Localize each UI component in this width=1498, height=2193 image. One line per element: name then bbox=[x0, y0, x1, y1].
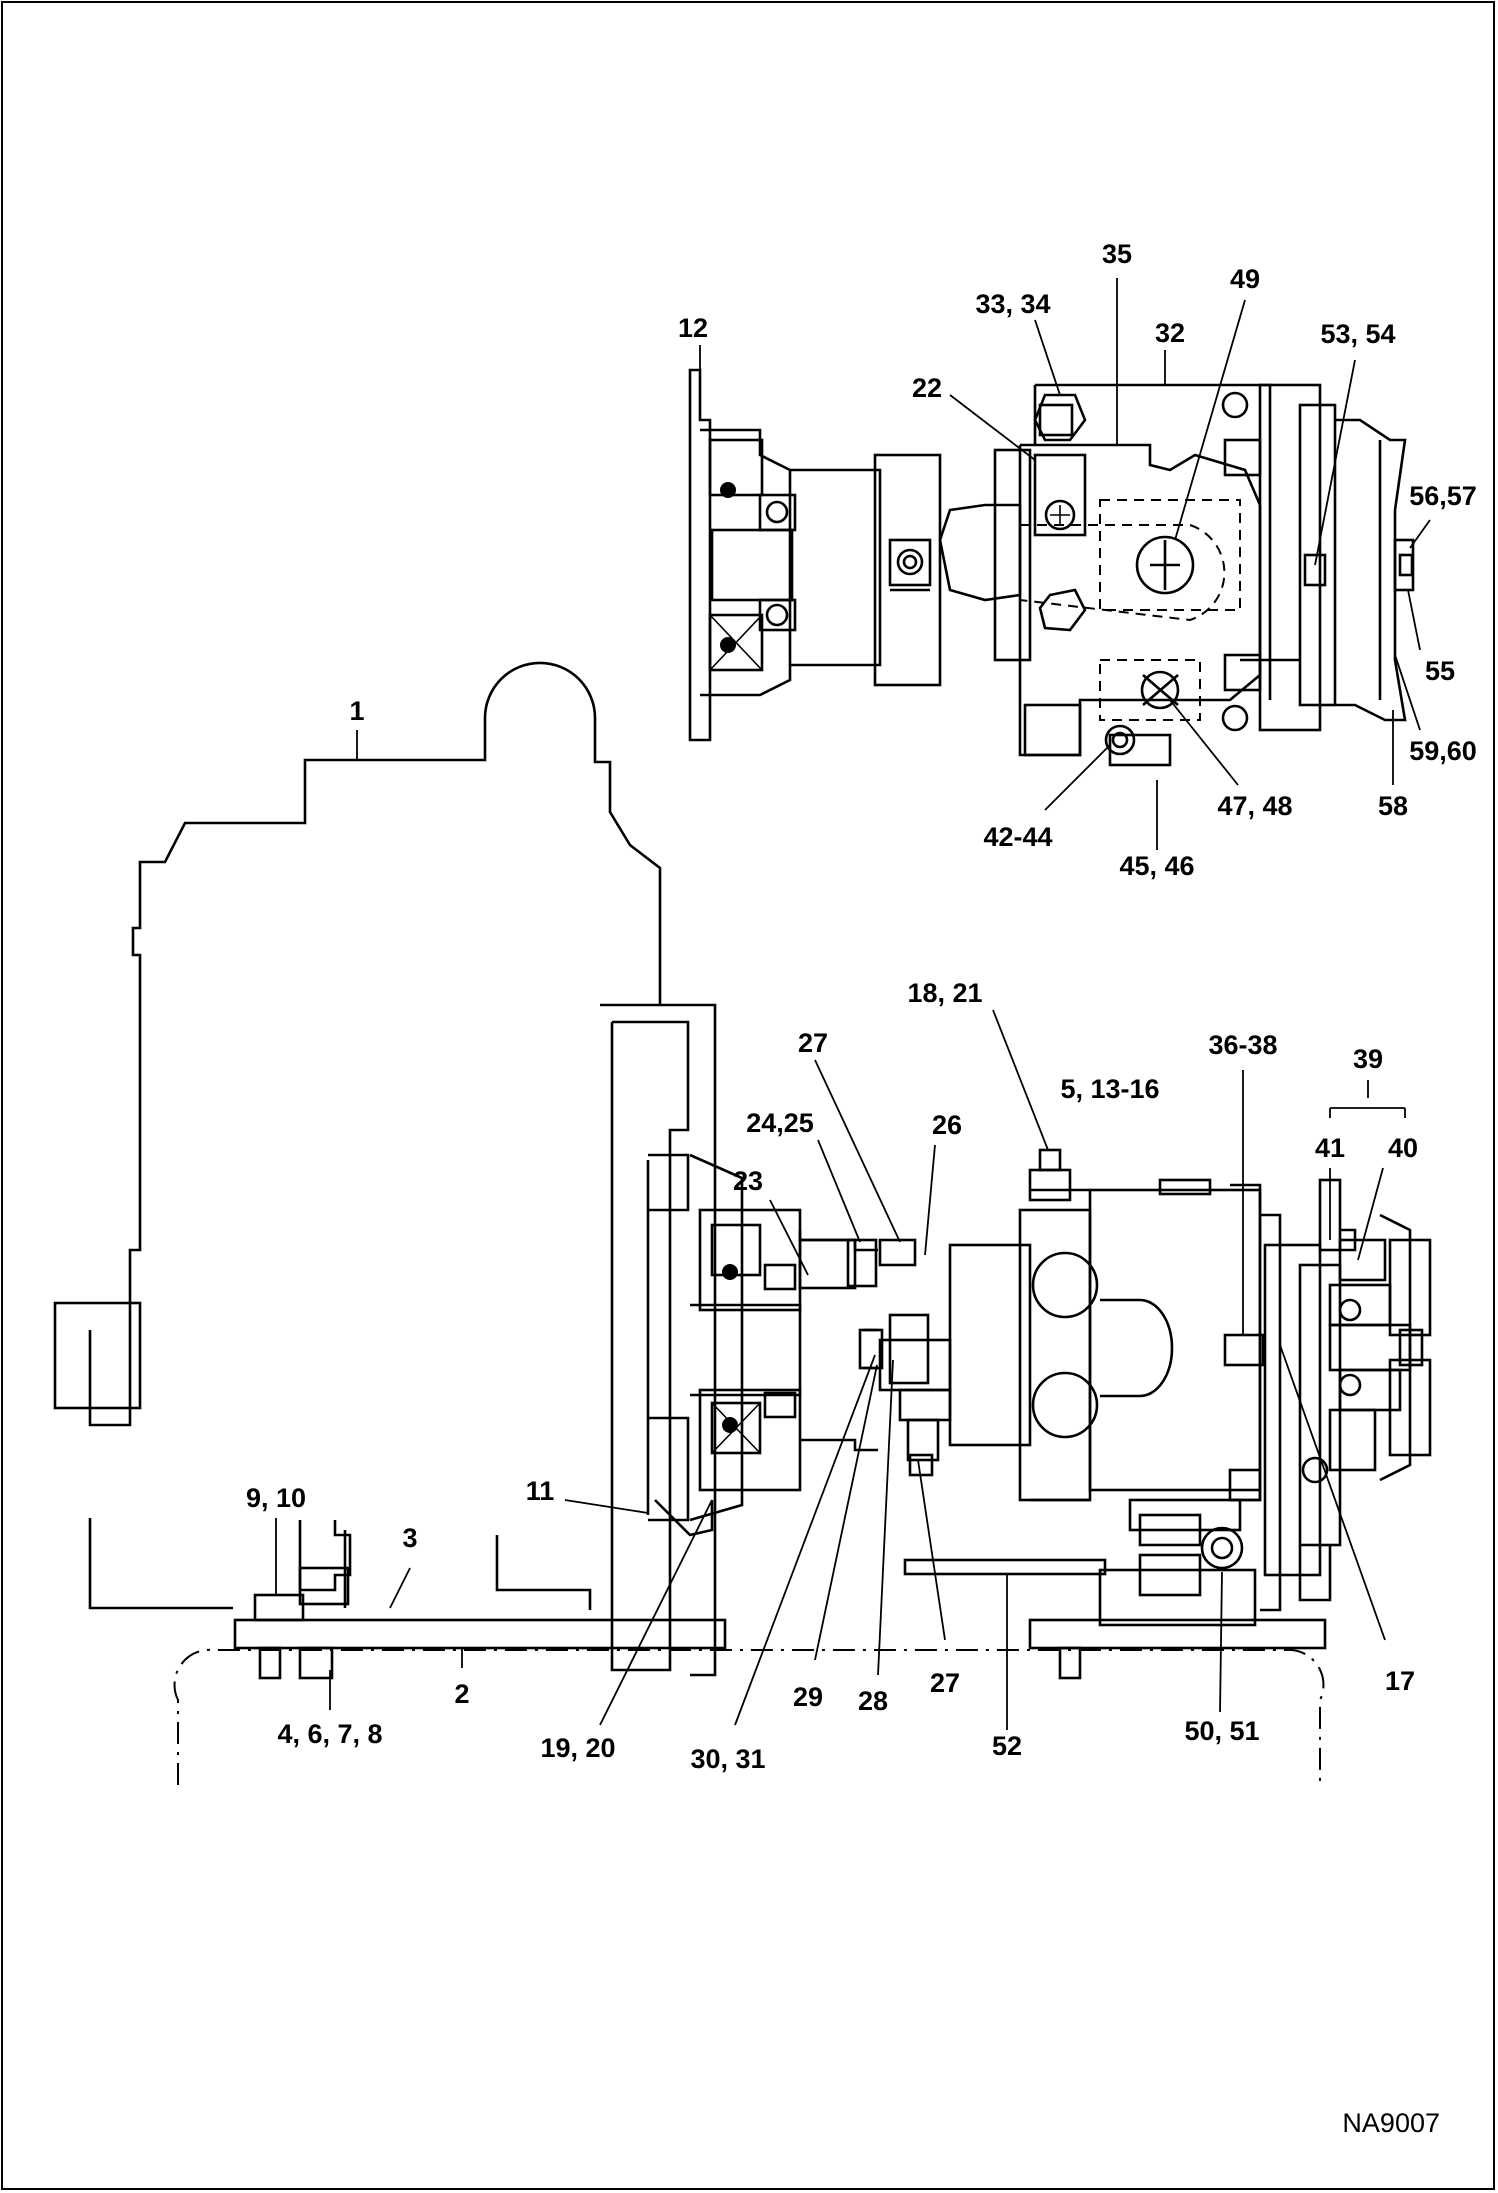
adapter-plate-lower bbox=[600, 1003, 744, 1677]
callout-26: 26 bbox=[932, 1110, 962, 1140]
callout-22: 22 bbox=[912, 373, 942, 403]
figure-code: NA9007 bbox=[1342, 2108, 1440, 2138]
callout-24-25: 24,25 bbox=[746, 1108, 814, 1138]
machine-frame-outline bbox=[173, 1648, 1325, 1785]
callout-28: 28 bbox=[858, 1686, 888, 1716]
callout-36-38: 36-38 bbox=[1208, 1030, 1277, 1060]
callout-11: 11 bbox=[526, 1476, 555, 1506]
callout-12: 12 bbox=[678, 313, 708, 343]
callout-1: 1 bbox=[349, 696, 364, 726]
leader-lines bbox=[275, 278, 1431, 1730]
callout-4-6-7-8: 4, 6, 7, 8 bbox=[277, 1719, 382, 1749]
callout-19-20: 19, 20 bbox=[540, 1733, 615, 1763]
callout-56-57: 56,57 bbox=[1409, 481, 1477, 511]
callout-45-46: 45, 46 bbox=[1119, 851, 1194, 881]
callout-30-31: 30, 31 bbox=[690, 1744, 765, 1774]
callout-9-10: 9, 10 bbox=[246, 1483, 306, 1513]
callout-42-44: 42-44 bbox=[983, 822, 1052, 852]
callout-33-34: 33, 34 bbox=[975, 289, 1050, 319]
callout-39: 39 bbox=[1353, 1044, 1383, 1074]
callout-27-upper: 27 bbox=[798, 1028, 828, 1058]
callout-58: 58 bbox=[1378, 791, 1408, 821]
callout-18-21: 18, 21 bbox=[907, 978, 982, 1008]
hydraulic-pump-lower bbox=[948, 1148, 1262, 1547]
callout-47-48: 47, 48 bbox=[1217, 791, 1292, 821]
callout-40: 40 bbox=[1388, 1133, 1418, 1163]
callout-5-13-16: 5, 13-16 bbox=[1060, 1074, 1159, 1104]
hydraulic-pump-upper bbox=[938, 383, 1272, 767]
callout-labels: 1 2 3 4, 6, 7, 8 5, 13-16 9, 10 11 12 17… bbox=[246, 239, 1477, 2138]
callout-35: 35 bbox=[1102, 239, 1132, 269]
callout-2: 2 bbox=[454, 1679, 469, 1709]
engine-block bbox=[53, 661, 662, 1610]
pulley-assembly-lower bbox=[1223, 1178, 1432, 1612]
callout-59-60: 59,60 bbox=[1409, 736, 1477, 766]
callout-53-54: 53, 54 bbox=[1320, 319, 1395, 349]
callout-32: 32 bbox=[1155, 318, 1185, 348]
callout-27-lower: 27 bbox=[930, 1668, 960, 1698]
callout-55: 55 bbox=[1425, 656, 1455, 686]
callout-41: 41 bbox=[1315, 1133, 1345, 1163]
coupling-lower bbox=[654, 1208, 952, 1537]
callout-3: 3 bbox=[402, 1523, 417, 1553]
callout-52: 52 bbox=[992, 1731, 1022, 1761]
callout-23: 23 bbox=[733, 1166, 763, 1196]
callout-50-51: 50, 51 bbox=[1184, 1716, 1259, 1746]
pulley-assembly-upper bbox=[1221, 383, 1415, 732]
callout-29: 29 bbox=[793, 1682, 823, 1712]
mounting-plate bbox=[233, 1520, 1327, 1680]
callout-17: 17 bbox=[1385, 1666, 1415, 1696]
adapter-plate-upper bbox=[688, 368, 942, 742]
callout-49: 49 bbox=[1230, 264, 1260, 294]
